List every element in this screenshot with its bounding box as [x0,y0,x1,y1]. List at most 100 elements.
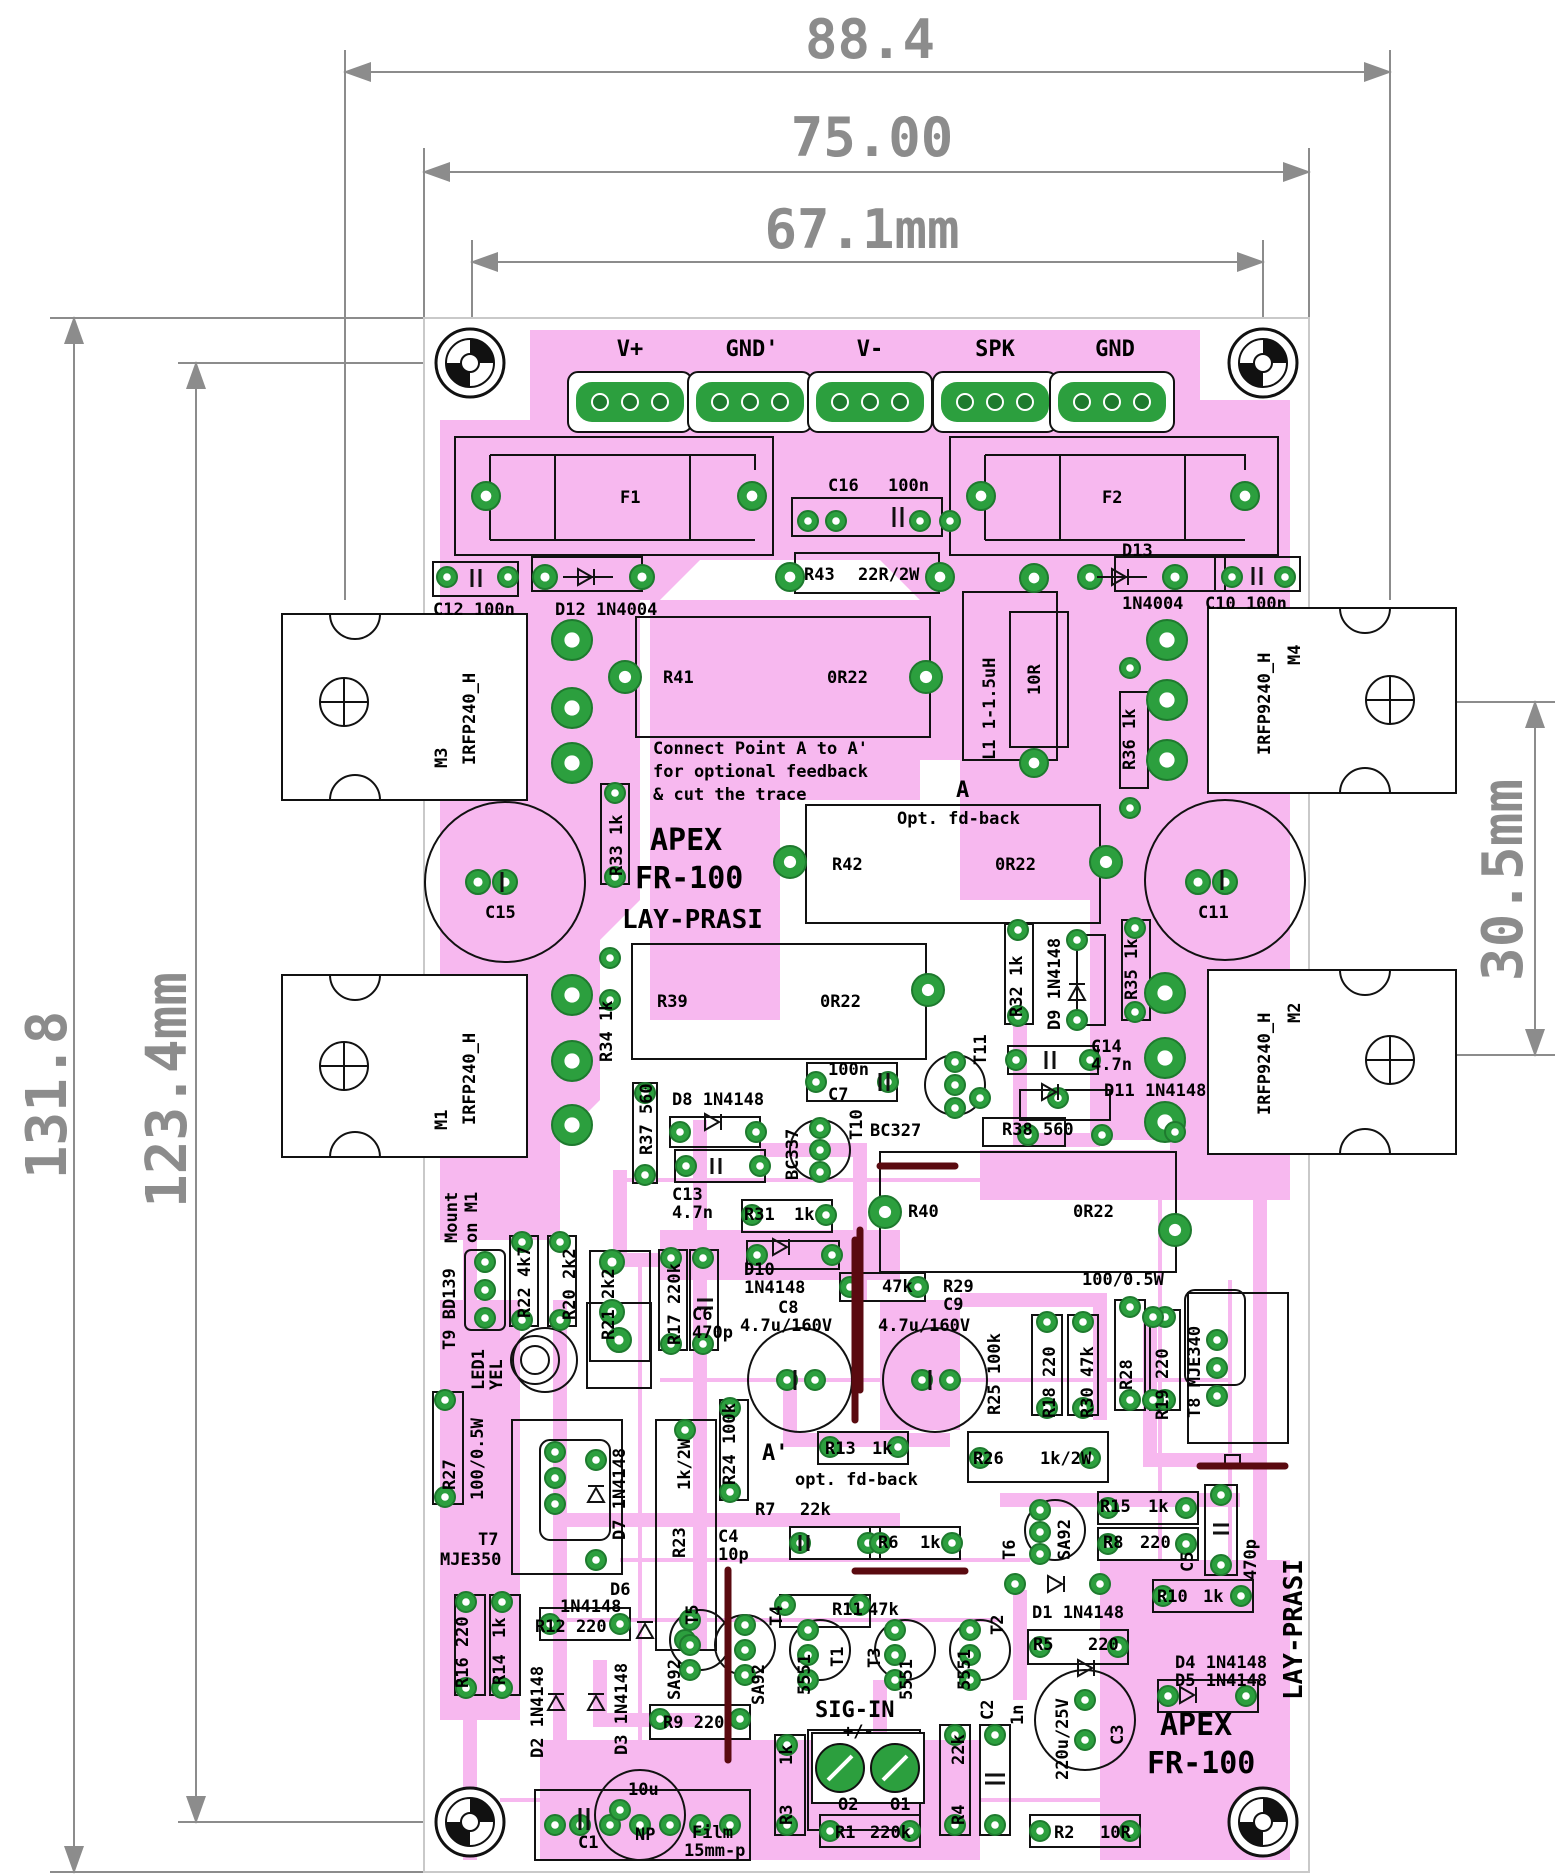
label-r14v: 1k [490,1618,510,1638]
pad-hole [1237,1592,1245,1600]
pad-hole [951,1731,959,1739]
mount-note2: on M1 [462,1192,482,1243]
pad-hole [951,1081,959,1089]
pad-hole [1099,855,1113,869]
label-film2: 15mm-p [684,1841,745,1861]
label-c6v: 470p [692,1323,733,1343]
label-r35: R35 1k [1122,939,1142,1000]
label-r28v: 100/0.5W [1082,1270,1165,1290]
label-np: NP [635,1825,655,1845]
pad-hole [784,571,796,583]
label-r36: R36 1k [1120,709,1140,770]
connector-block [567,371,1175,433]
pad-hole [1014,1012,1022,1020]
pad-hole [826,1827,834,1835]
label-t2p: 5551 [955,1649,975,1690]
pad-hole [551,1500,559,1508]
led-outline [510,1335,560,1385]
pad-hole [607,1307,617,1317]
label-r7v: 22k [800,1500,831,1520]
label-r12: R12 220 [535,1617,607,1637]
pad-hole [618,670,632,684]
label-r31v: 1k [794,1205,814,1225]
label-bc337: BC337 [783,1129,803,1180]
opt-fb-a2-label: opt. fd-back [795,1470,918,1490]
m3-label: M3 [432,748,452,768]
label-c2v: 1n [1008,1705,1028,1725]
pad-hole [1036,1506,1044,1514]
label-d4: D4 1N4148 [1175,1653,1267,1673]
mount-note1: Mount [442,1192,462,1243]
label-r38: R38 560 [1002,1120,1074,1140]
conn-label-gnd: GND [1095,337,1135,362]
m4-part: IRFP9240_H [1255,653,1275,755]
label-r11: R11 [832,1600,863,1620]
pad-hole [564,632,580,648]
label-d7: D7 1N4148 [610,1448,630,1540]
pad-hole [1164,1692,1172,1700]
label-c12: C12 100n [433,600,515,620]
label-r21: R21 2k2 [599,1268,619,1340]
label-c3v: 220u/25V [1053,1698,1073,1780]
pad-hole [611,789,619,797]
label-d13: D13 [1122,541,1153,561]
pad-hole [1028,757,1040,769]
cap-symbols [470,507,1263,1830]
pad-hole [736,1715,744,1723]
pad-hole [681,1426,689,1434]
pad-hole [951,1821,959,1829]
pad-hole [1036,1550,1044,1558]
pad-hole [1239,490,1251,502]
pad-hole [975,490,987,502]
r42-label: R42 [832,855,863,875]
pad-hole [741,1621,749,1629]
pad-hole [592,1556,600,1564]
pad-hole [741,1671,749,1679]
r41-label: R41 [663,668,694,688]
pad-hole [966,1651,974,1659]
label-r16: R16 220 [453,1616,473,1688]
pad-hole [811,1376,819,1384]
pad-hole [816,1124,824,1132]
label-r26: R26 [973,1449,1004,1469]
label-t5: T5 [683,1605,703,1625]
pad-hole [504,573,512,581]
pad-hole [783,1741,791,1749]
pad-hole [481,1258,489,1266]
pad-hole [480,490,492,502]
pad-hole [1168,1223,1182,1237]
label-c8v: 4.7u/160V [740,1316,832,1336]
pin1-label: O1 [890,1795,910,1815]
sig-in-terminal [811,1732,925,1804]
pad-hole [878,1205,892,1219]
pad-hole [1028,572,1040,584]
pad-hole [804,517,812,525]
label-c10: C10 100n [1205,594,1287,614]
pad-hole [1193,877,1203,887]
pad-hole [462,1684,470,1692]
pad-hole [1073,936,1081,944]
label-t4: T4 [767,1606,787,1626]
pad-hole [551,1474,559,1482]
pad-hole [804,1651,812,1659]
label-c9: C9 [943,1295,963,1315]
pad-hole [1014,926,1022,934]
label-r27: R27 [440,1459,460,1490]
pad-hole [1159,632,1175,648]
pad-hole [1213,1364,1221,1372]
point-a-label: A [956,778,969,803]
pad-hole [894,1443,902,1451]
label-r20: R20 2k2 [560,1248,580,1320]
label-r17: R17 220k [665,1263,685,1345]
label-t7: T7 [478,1530,498,1550]
pad-hole [518,1238,526,1246]
pad-hole [676,1128,684,1136]
pad-hole [641,1089,649,1097]
label-r13v: 1k [872,1439,892,1459]
label-r15: R15 [1100,1497,1131,1517]
pad-hole [783,1821,791,1829]
pad-hole [946,517,954,525]
pad-hole [906,1827,914,1835]
pad-hole [611,873,619,881]
board-silkscreen-text: APEX FR-100 LAY-PRASI Connect Point A to… [432,645,1309,1815]
